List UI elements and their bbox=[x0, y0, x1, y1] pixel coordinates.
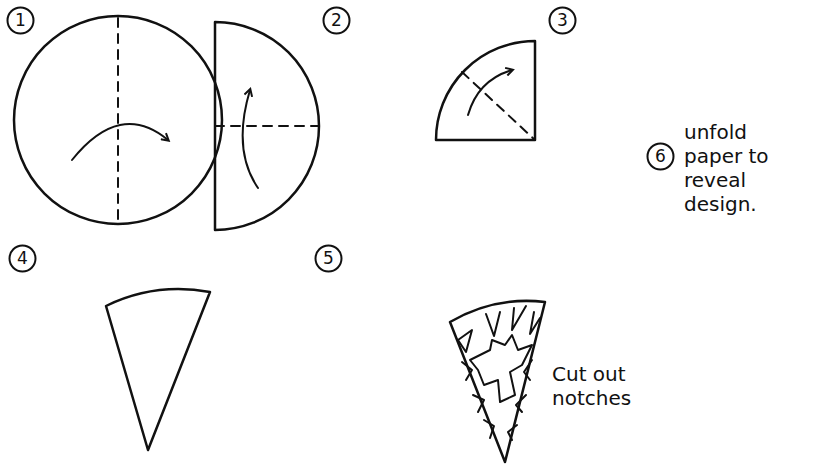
fold-line bbox=[462, 72, 535, 140]
step-number-circle: 6 bbox=[646, 142, 675, 171]
step-number-circle: 4 bbox=[8, 244, 37, 273]
callout-number: 4 bbox=[8, 244, 37, 273]
fold-arrow bbox=[243, 90, 258, 188]
quarter-circle bbox=[436, 41, 535, 140]
notches bbox=[458, 306, 540, 440]
step-number-circle: 2 bbox=[322, 6, 351, 35]
half-circle bbox=[215, 22, 319, 230]
handwritten-note: Cut out notches bbox=[552, 362, 647, 410]
wedge bbox=[106, 289, 210, 450]
handwritten-note: unfold paper to reveal design. bbox=[684, 120, 796, 216]
fold-line bbox=[215, 125, 318, 127]
step-number-circle: 1 bbox=[6, 6, 35, 35]
fold-arrow bbox=[468, 70, 512, 115]
callout-number: 6 bbox=[646, 142, 675, 171]
step-number-circle: 3 bbox=[548, 6, 577, 35]
wedge bbox=[450, 301, 545, 462]
fold-arrow bbox=[72, 124, 168, 160]
paper-circle bbox=[14, 16, 222, 224]
step-number-circle: 5 bbox=[314, 244, 343, 273]
callout-number: 5 bbox=[314, 244, 343, 273]
callout-number: 2 bbox=[322, 6, 351, 35]
callout-number: 1 bbox=[6, 6, 35, 35]
callout-number: 3 bbox=[548, 6, 577, 35]
fold-line bbox=[117, 18, 119, 222]
